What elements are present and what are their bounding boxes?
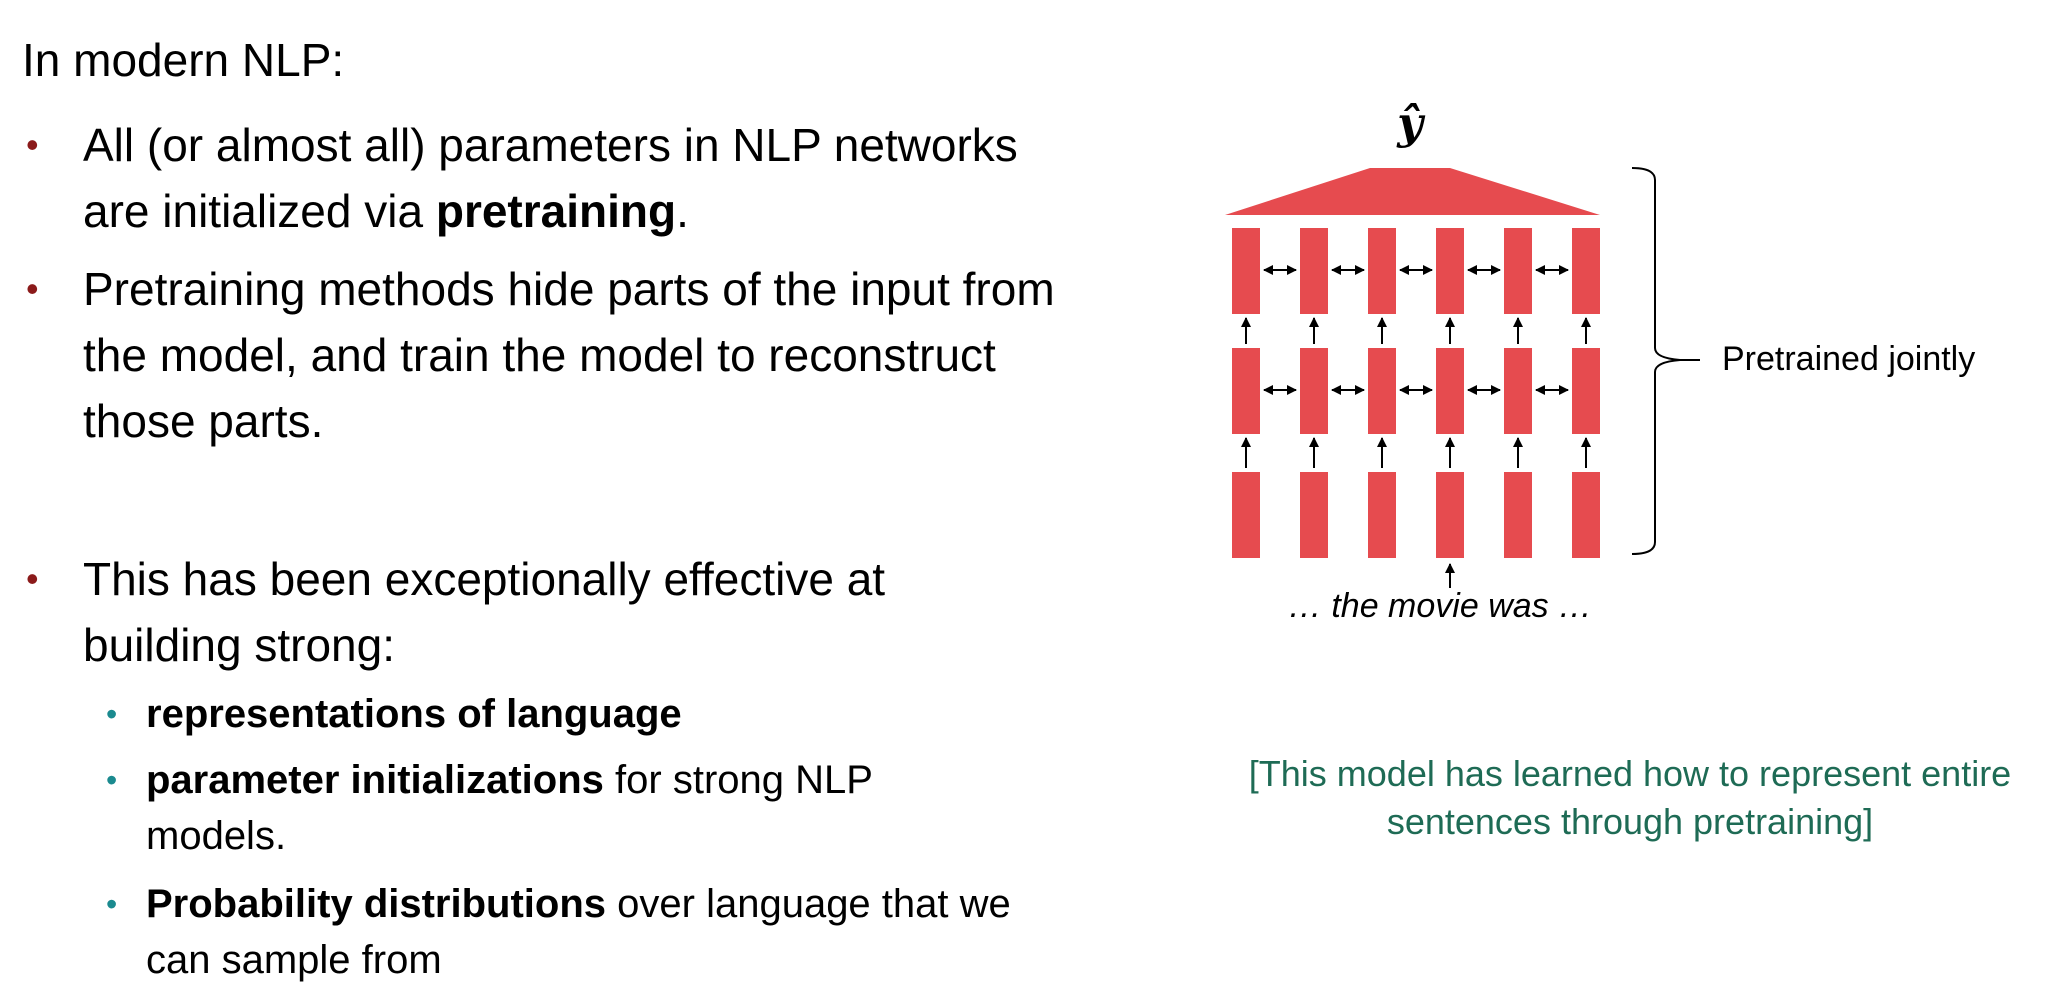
output-head (1225, 168, 1600, 215)
bullet-bold: pretraining (435, 185, 677, 237)
bullet-text: This has been exceptionally effective at… (83, 553, 886, 671)
token-block (1300, 348, 1328, 434)
sub-bullet-bold: representations of language (146, 692, 682, 736)
token-block (1436, 472, 1464, 558)
bullet-pretraining-methods: • Pretraining methods hide parts of the … (26, 256, 1083, 454)
bullet-text: Pretraining methods hide parts of the in… (83, 263, 1055, 447)
bullet-text-end: . (676, 185, 689, 237)
token-block (1300, 228, 1328, 314)
token-block (1368, 472, 1396, 558)
sub-bullet-dot: • (106, 762, 118, 798)
bullet-effective: • This has been exceptionally effective … (26, 546, 983, 678)
sub-bullet-representations: • representations of language (106, 686, 1046, 742)
diagram-content (1225, 168, 1600, 588)
sub-bullet-text: over language that we can sample from (146, 882, 1011, 982)
brace-label: Pretrained jointly (1722, 340, 1975, 378)
diagram-caption: [This model has learned how to represent… (1248, 753, 2012, 842)
token-block (1572, 228, 1600, 314)
token-block (1504, 348, 1532, 434)
sub-bullet-dot: • (106, 886, 118, 922)
sub-bullet-dot: • (106, 696, 118, 732)
bullet-text: All (or almost all) parameters in NLP ne… (83, 119, 1018, 237)
input-label: … the movie was … (1288, 587, 1592, 625)
token-block (1368, 228, 1396, 314)
token-block (1504, 472, 1532, 558)
bullet-dot: • (26, 124, 39, 165)
slide-heading: In modern NLP: (22, 34, 345, 86)
token-block (1436, 348, 1464, 434)
sub-bullet-text: for strong NLP models. (146, 758, 873, 858)
token-block (1232, 472, 1260, 558)
token-block (1368, 348, 1396, 434)
token-block (1300, 472, 1328, 558)
sub-bullet-probability: • Probability distributions over languag… (106, 876, 1026, 988)
bracket-brace (1631, 167, 1681, 555)
bullet-dot: • (26, 558, 39, 599)
sub-bullet-initializations: • parameter initializations for strong N… (106, 752, 946, 864)
bullet-pretraining-init: • All (or almost all) parameters in NLP … (26, 112, 1083, 244)
sub-bullet-bold: parameter initializations (146, 758, 604, 802)
sub-bullet-bold: Probability distributions (146, 882, 607, 926)
token-block (1504, 228, 1532, 314)
token-block (1232, 228, 1260, 314)
token-block (1572, 472, 1600, 558)
token-block (1436, 228, 1464, 314)
bullet-dot: • (26, 268, 39, 309)
output-label: ŷ (1396, 98, 1426, 149)
token-block (1232, 348, 1260, 434)
token-block (1572, 348, 1600, 434)
